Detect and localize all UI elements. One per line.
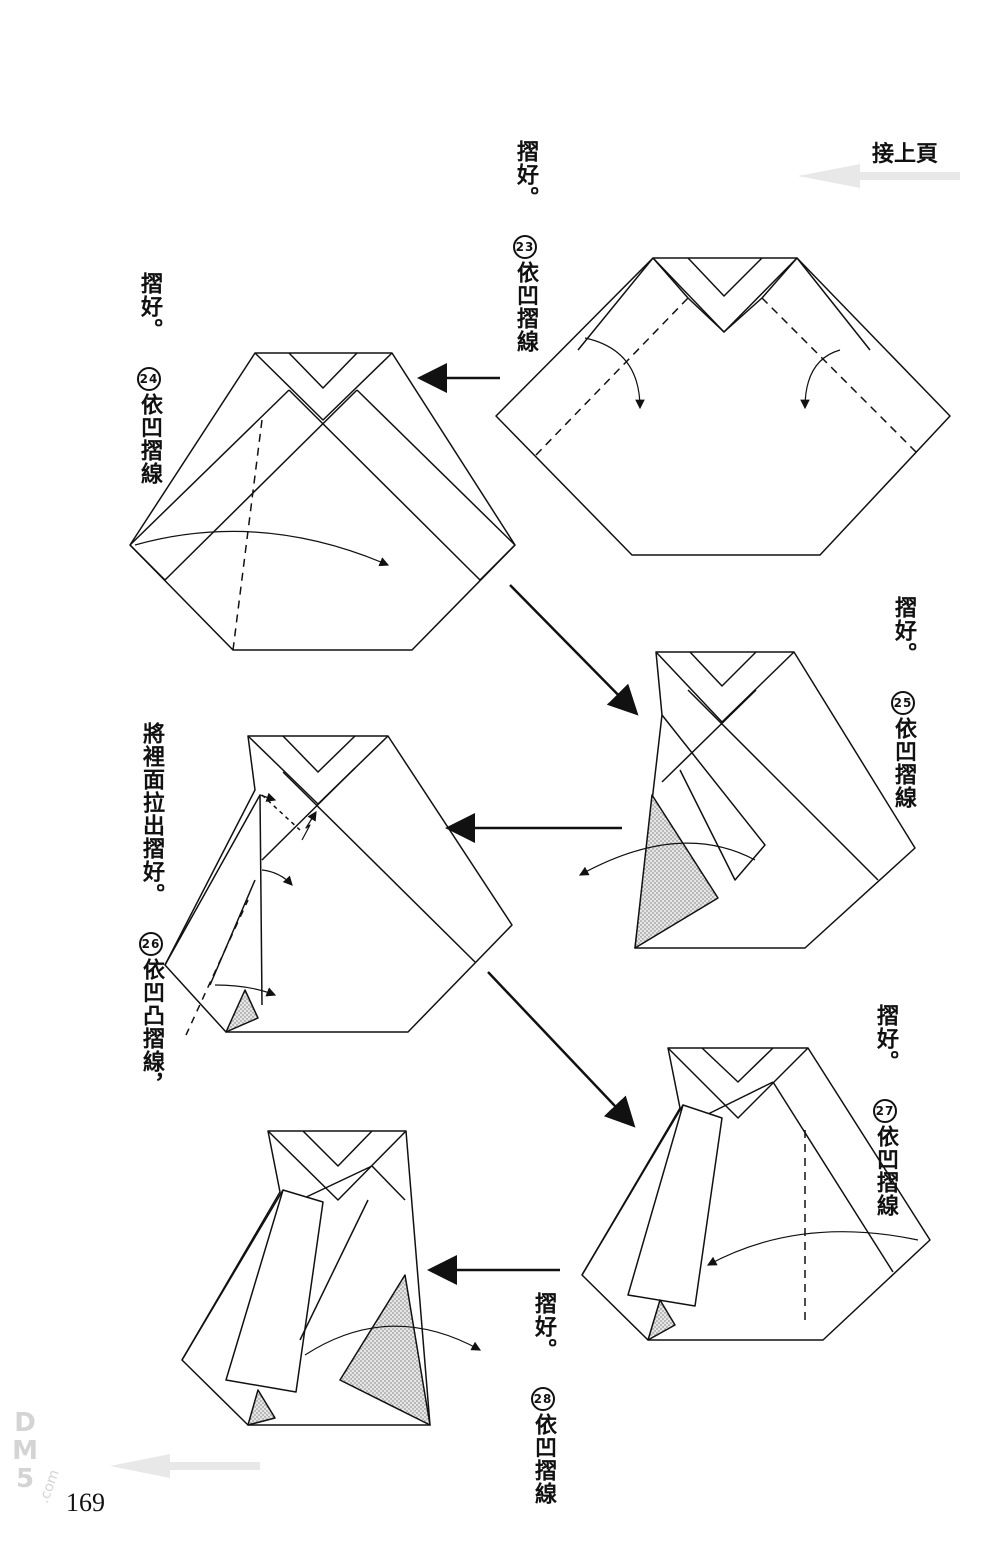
step-28-number: 28 xyxy=(531,1387,555,1411)
step-24-line-2: 摺好。 xyxy=(137,272,162,341)
step-27-line-2: 摺好。 xyxy=(873,1004,898,1073)
transition-arrows xyxy=(417,363,639,1285)
step-27-caption: 摺好。 27依凹摺線 xyxy=(872,1004,898,1217)
step-23-number: 23 xyxy=(513,235,537,259)
step-26-number: 26 xyxy=(139,932,163,956)
step-23-line-2: 摺好。 xyxy=(513,140,538,209)
watermark-logo: DM5 xyxy=(10,1408,40,1492)
ghost-arrow-top xyxy=(798,164,960,188)
continued-label: 接上頁 xyxy=(872,142,939,167)
step-26-figure xyxy=(164,735,513,1036)
step-26-line-1: 26依凹凸摺線， xyxy=(139,932,164,1096)
step-28-line-1: 28依凹摺線 xyxy=(531,1387,556,1505)
step-28-caption: 摺好。 28依凹摺線 xyxy=(530,1292,556,1505)
step-27-line-1: 27依凹摺線 xyxy=(873,1099,898,1217)
step-25-number: 25 xyxy=(891,691,915,715)
step-23-caption: 摺好。 23依凹摺線 xyxy=(512,140,538,353)
step-24-number: 24 xyxy=(137,367,161,391)
step-24-caption: 摺好。 24依凹摺線 xyxy=(136,272,162,485)
step-27-number: 27 xyxy=(873,1099,897,1123)
step-24-figure xyxy=(129,352,516,651)
step-25-caption: 摺好。 25依凹摺線 xyxy=(890,596,916,809)
step-25-line-1: 25依凹摺線 xyxy=(891,691,916,809)
step-28-figure xyxy=(181,1130,482,1426)
step-26-caption: 將裡面拉出摺好。 26依凹凸摺線， xyxy=(138,722,164,1096)
step-28-line-2: 摺好。 xyxy=(531,1292,556,1361)
step-26-line-2: 將裡面拉出摺好。 xyxy=(139,722,164,906)
step-27-figure xyxy=(581,1047,931,1341)
page-number: 169 xyxy=(66,1488,105,1517)
ghost-arrow-bottom xyxy=(110,1454,260,1478)
step-23-line-1: 23依凹摺線 xyxy=(513,235,538,353)
step-24-line-1: 24依凹摺線 xyxy=(137,367,162,485)
step-25-line-2: 摺好。 xyxy=(891,596,916,665)
step-23-figure xyxy=(495,257,951,556)
step-25-figure xyxy=(578,651,916,949)
